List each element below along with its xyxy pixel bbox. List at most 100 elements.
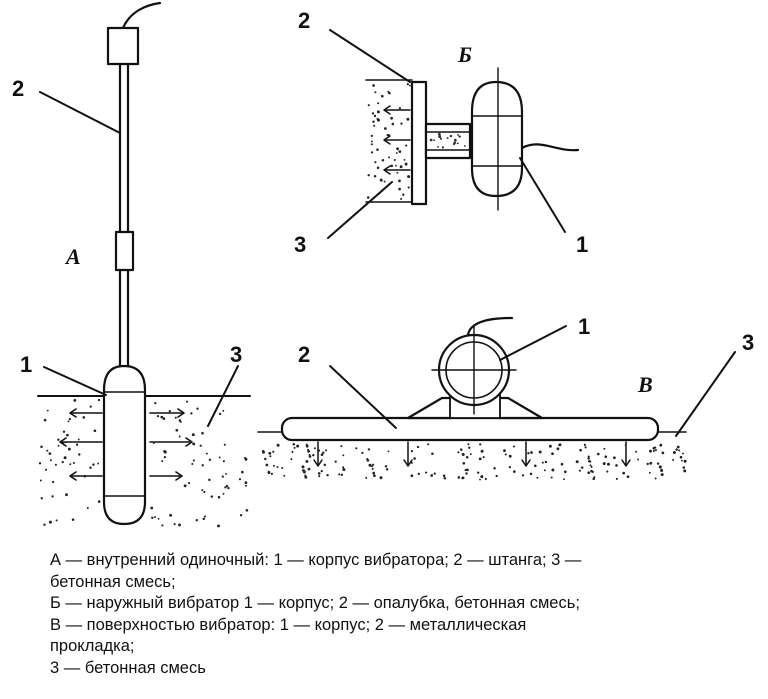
concrete-dot: [387, 450, 390, 453]
concrete-dot: [178, 435, 181, 438]
concrete-dot: [372, 463, 375, 466]
concrete-dot: [71, 518, 75, 521]
concrete-dot: [338, 473, 341, 476]
concrete-dot: [264, 457, 267, 461]
concrete-dot: [57, 438, 60, 441]
concrete-dot: [75, 443, 79, 446]
concrete-dot: [405, 144, 408, 147]
concrete-dot: [387, 90, 390, 93]
concrete-dot: [396, 171, 399, 174]
concrete-dot: [367, 174, 370, 177]
concrete-dot: [431, 452, 434, 456]
concrete-dot: [173, 523, 176, 526]
leader-a-2: [39, 91, 121, 134]
concrete-dot: [396, 147, 399, 151]
concrete-dot: [398, 150, 402, 153]
label-a-1: 1: [20, 352, 32, 377]
concrete-dot: [313, 447, 316, 450]
concrete-dot: [461, 453, 465, 456]
bracket-texture: [429, 132, 466, 149]
concrete-dot: [377, 102, 380, 105]
concrete-dot: [340, 473, 344, 477]
concrete-dot: [438, 132, 441, 136]
concrete-dot: [461, 477, 464, 480]
concrete-dot: [46, 409, 49, 412]
label-c: В: [637, 372, 653, 397]
concrete-dot: [563, 470, 567, 474]
concrete-dot: [457, 476, 461, 479]
concrete-dot: [580, 466, 584, 469]
concrete-dot: [265, 463, 269, 467]
concrete-dot: [97, 462, 100, 465]
concrete-dot: [399, 165, 403, 169]
concrete-dot: [161, 524, 164, 527]
concrete-dot: [649, 461, 653, 465]
concrete-dot: [244, 457, 248, 461]
concrete-dot: [656, 462, 660, 465]
concrete-dot: [67, 447, 71, 451]
concrete-dot: [613, 456, 616, 460]
concrete-dot: [293, 446, 296, 449]
label-a-2: 2: [12, 76, 24, 101]
vibrator-diagram: А 2 1 3 Б 2 1 3 В 2 1 3: [12, 1, 754, 528]
concrete-dot: [391, 122, 395, 126]
concrete-dot: [201, 489, 204, 492]
concrete-dot: [225, 484, 229, 488]
concrete-dot: [262, 450, 265, 454]
concrete-dot: [386, 133, 389, 137]
concrete-dot: [151, 516, 154, 520]
concrete-dot: [477, 471, 480, 474]
concrete-dot: [93, 429, 97, 433]
concrete-dot: [320, 469, 323, 473]
concrete-dot: [388, 156, 391, 159]
concrete-dot: [373, 474, 376, 478]
label-a-3: 3: [230, 342, 242, 367]
concrete-dot: [161, 460, 164, 462]
concrete-dot: [579, 448, 582, 452]
concrete-dot: [312, 454, 315, 457]
label-b-2: 2: [298, 8, 310, 33]
concrete-dot: [156, 414, 160, 418]
concrete-dot: [227, 486, 230, 490]
concrete-dot: [152, 442, 155, 444]
concrete-dot: [323, 463, 327, 467]
concrete-dot: [245, 508, 249, 512]
figure-c-surface-vibrator: [257, 316, 736, 467]
concrete-dot: [304, 475, 308, 479]
concrete-dot: [587, 471, 591, 475]
concrete-dot: [442, 474, 446, 477]
concrete-dot: [592, 471, 594, 473]
concrete-dot: [467, 443, 470, 446]
concrete-dot: [305, 459, 309, 463]
concrete-dot: [66, 433, 69, 437]
concrete-dot: [376, 110, 380, 114]
concrete-dot: [324, 449, 328, 452]
concrete-dot: [459, 448, 463, 451]
concrete-dot: [484, 477, 487, 481]
concrete-dot: [64, 441, 67, 444]
concrete-dot: [157, 517, 160, 520]
concrete-dot: [92, 463, 95, 466]
concrete-dot: [372, 84, 375, 87]
concrete-dot: [478, 457, 482, 461]
label-b-3: 3: [294, 232, 306, 257]
concrete-dot: [587, 457, 590, 460]
concrete-dot: [195, 519, 198, 522]
caption-line: Б — наружный вибратор 1 — корпус; 2 — оп…: [50, 594, 580, 612]
concrete-dot: [65, 493, 68, 497]
concrete-dot: [154, 516, 157, 518]
concrete-dot: [62, 430, 66, 433]
concrete-dot: [78, 453, 81, 456]
concrete-dot: [390, 164, 394, 168]
concrete-dot: [588, 459, 591, 463]
concrete-dot: [68, 418, 71, 421]
concrete-texture-b: [366, 83, 411, 200]
concrete-dot: [322, 451, 325, 454]
concrete-dot: [202, 517, 206, 521]
concrete-dot: [191, 433, 195, 437]
label-c-1: 1: [578, 314, 590, 339]
concrete-dot: [536, 476, 539, 479]
concrete-dot: [624, 444, 627, 447]
concrete-dot: [290, 458, 293, 461]
concrete-dot: [508, 465, 512, 469]
